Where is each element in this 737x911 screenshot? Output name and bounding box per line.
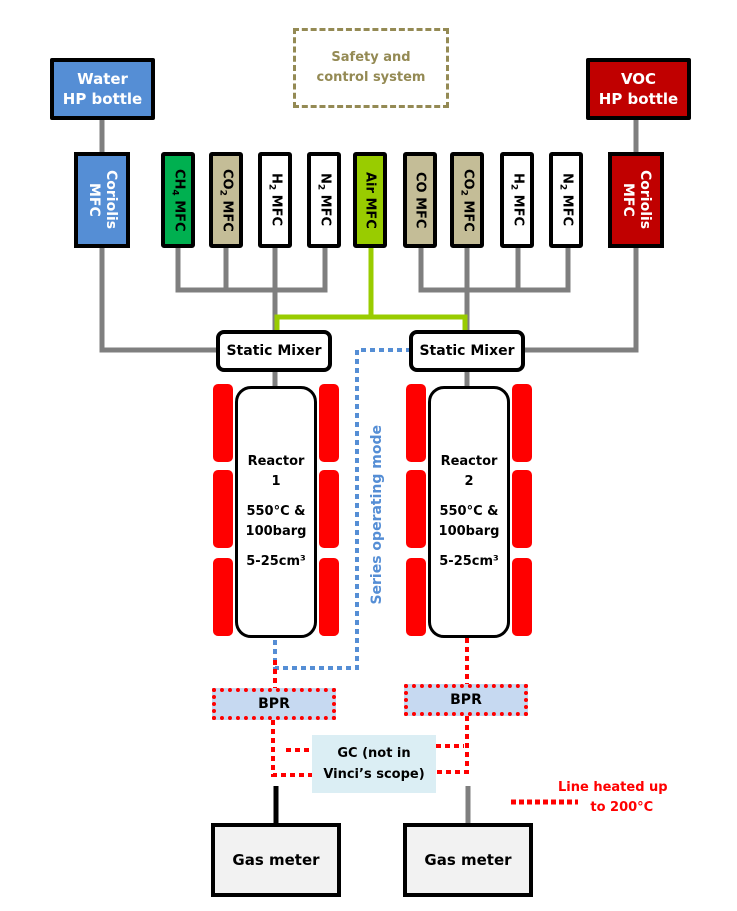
voc-to-mixer2-line bbox=[522, 248, 639, 353]
bpr2-to-gc-line bbox=[436, 716, 469, 774]
mfc-n2-right[interactable]: N2 MFC bbox=[549, 152, 583, 248]
legend-heated-line: Line heated up to 200°C bbox=[558, 780, 668, 815]
heater-element bbox=[406, 470, 426, 548]
gas-meter-1[interactable]: Gas meter bbox=[211, 823, 341, 897]
bpr1-to-gc-line bbox=[271, 720, 312, 777]
reactor-2[interactable]: Reactor 2 550°C & 100barg 5-25cm³ bbox=[428, 386, 510, 638]
heater-element bbox=[406, 384, 426, 462]
heater-element bbox=[213, 558, 233, 636]
water-to-mixer1-line bbox=[99, 248, 218, 353]
heater-element bbox=[319, 558, 339, 636]
heater-element bbox=[406, 558, 426, 636]
mfc-co[interactable]: CO MFC bbox=[403, 152, 437, 248]
mfc-co2-left[interactable]: CO2 MFC bbox=[209, 152, 243, 248]
mfc-co2-right[interactable]: CO2 MFC bbox=[450, 152, 484, 248]
heater-element bbox=[512, 384, 532, 462]
static-mixer-2[interactable]: Static Mixer bbox=[409, 330, 525, 372]
mfc-n2-left[interactable]: N2 MFC bbox=[307, 152, 341, 248]
bpr-1[interactable]: BPR bbox=[212, 688, 336, 720]
mfc-air[interactable]: Air MFC bbox=[353, 152, 387, 248]
series-operating-mode-label: Series operating mode bbox=[369, 425, 385, 605]
mfc-h2-right[interactable]: H2 MFC bbox=[500, 152, 534, 248]
heater-element bbox=[213, 470, 233, 548]
static-mixer-1[interactable]: Static Mixer bbox=[216, 330, 332, 372]
series-mode-line bbox=[273, 348, 410, 670]
gas-meter-2[interactable]: Gas meter bbox=[403, 823, 533, 897]
heater-element bbox=[512, 470, 532, 548]
bpr-2[interactable]: BPR bbox=[404, 684, 528, 716]
heater-element bbox=[512, 558, 532, 636]
heater-element bbox=[319, 384, 339, 462]
air-distribution-line bbox=[274, 314, 468, 330]
mfc-h2-left[interactable]: H2 MFC bbox=[258, 152, 292, 248]
left-manifold-line bbox=[175, 248, 328, 293]
reactor-1[interactable]: Reactor 1 550°C & 100barg 5-25cm³ bbox=[235, 386, 317, 638]
heater-element bbox=[213, 384, 233, 462]
heater-element bbox=[319, 470, 339, 548]
mfc-ch4[interactable]: CH4 MFC bbox=[161, 152, 195, 248]
right-manifold-line bbox=[418, 248, 571, 293]
